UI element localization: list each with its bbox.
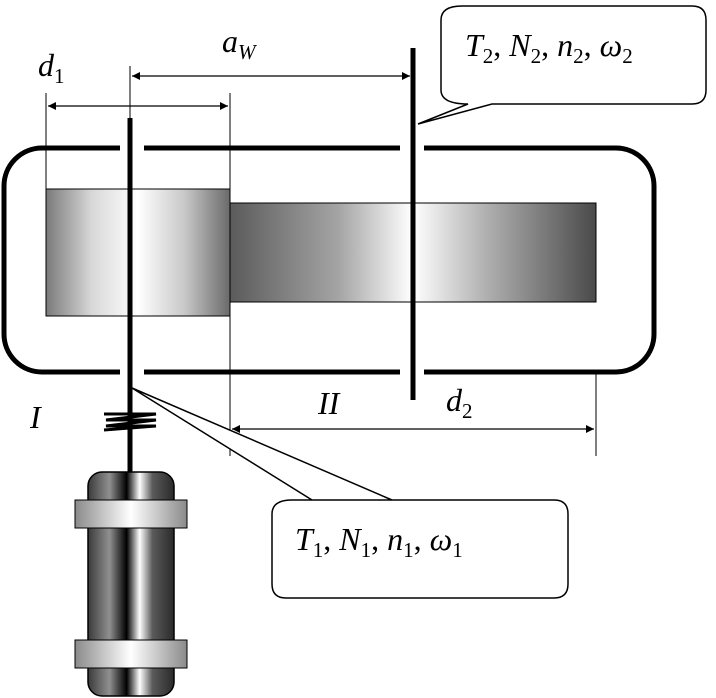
label-d2: d2 <box>446 382 473 423</box>
motor-band-top <box>74 499 188 529</box>
callout-output-text: T2, N2, n2, ω2 <box>465 27 633 68</box>
label-shaft-1: I <box>29 399 42 435</box>
gearbox-housing <box>1 145 657 375</box>
label-d1: d1 <box>38 47 65 88</box>
motor-band-bottom <box>74 639 188 669</box>
callout-output-bubble <box>417 5 707 125</box>
label-shaft-2: II <box>317 385 341 421</box>
shaft-coupling <box>103 412 157 432</box>
callout-input-bubble <box>131 387 569 599</box>
driving-gear-pinion <box>45 188 231 317</box>
callout-input-text: T1, N1, n1, ω1 <box>295 521 463 562</box>
label-aw: aW <box>222 23 258 64</box>
